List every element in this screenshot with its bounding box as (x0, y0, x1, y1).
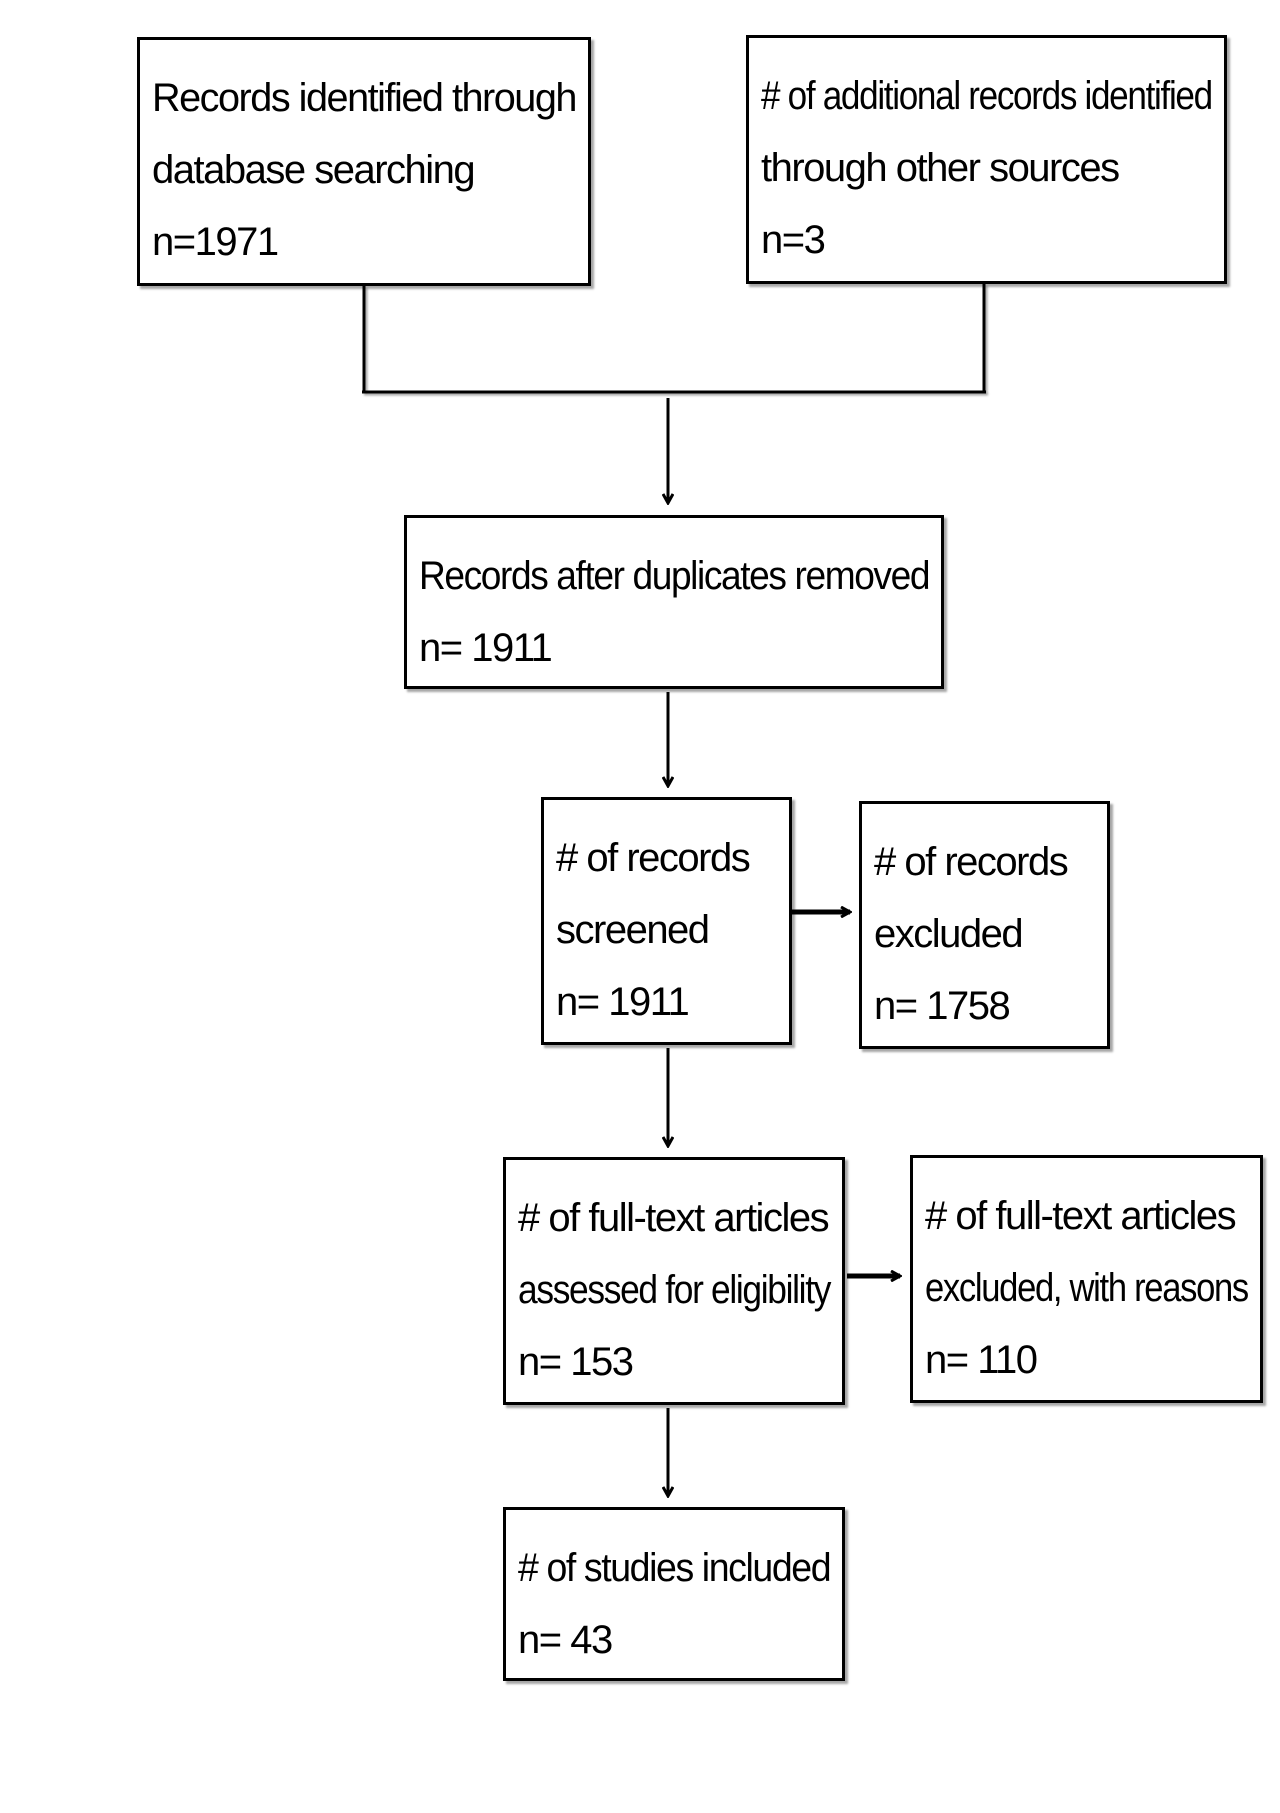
full-text-excluded-line-1: # of full-text articles (925, 1194, 1237, 1238)
full-text-excluded-box: # of full-text articles excluded, with r… (910, 1155, 1263, 1403)
excluded-line-2: excluded (874, 912, 1024, 956)
other-sources-box: # of additional records identified throu… (746, 35, 1227, 284)
database-search-line-2: database searching (152, 148, 476, 192)
screened-count: n= 1911 (556, 980, 690, 1024)
database-search-line-1: Records identified through (152, 76, 577, 120)
other-sources-line-2: through other sources (761, 146, 1120, 190)
full-text-line-1: # of full-text articles (518, 1196, 830, 1240)
full-text-count: n= 153 (518, 1340, 634, 1384)
full-text-box: # of full-text articles assessed for eli… (503, 1157, 845, 1405)
included-line-1: # of studies included (518, 1546, 832, 1590)
included-count: n= 43 (518, 1618, 613, 1662)
database-search-box: Records identified through database sear… (137, 37, 591, 286)
after-duplicates-line-1: Records after duplicates removed (419, 554, 930, 598)
merge-connector (362, 284, 986, 394)
after-duplicates-box: Records after duplicates removed n= 1911 (404, 515, 944, 689)
screened-line-1: # of records (556, 836, 751, 880)
full-text-line-2: assessed for eligibility (518, 1268, 831, 1312)
after-duplicates-count: n= 1911 (419, 626, 553, 670)
excluded-count: n= 1758 (874, 984, 1011, 1028)
included-box: # of studies included n= 43 (503, 1507, 845, 1681)
full-text-excluded-line-2: excluded, with reasons (925, 1266, 1249, 1310)
full-text-excluded-count: n= 110 (925, 1338, 1038, 1382)
excluded-line-1: # of records (874, 840, 1069, 884)
excluded-box: # of records excluded n= 1758 (859, 801, 1110, 1049)
other-sources-count: n=3 (761, 218, 826, 262)
database-search-count: n=1971 (152, 220, 279, 264)
screened-line-2: screened (556, 908, 710, 952)
other-sources-line-1: # of additional records identified (761, 74, 1213, 118)
screened-box: # of records screened n= 1911 (541, 797, 792, 1045)
